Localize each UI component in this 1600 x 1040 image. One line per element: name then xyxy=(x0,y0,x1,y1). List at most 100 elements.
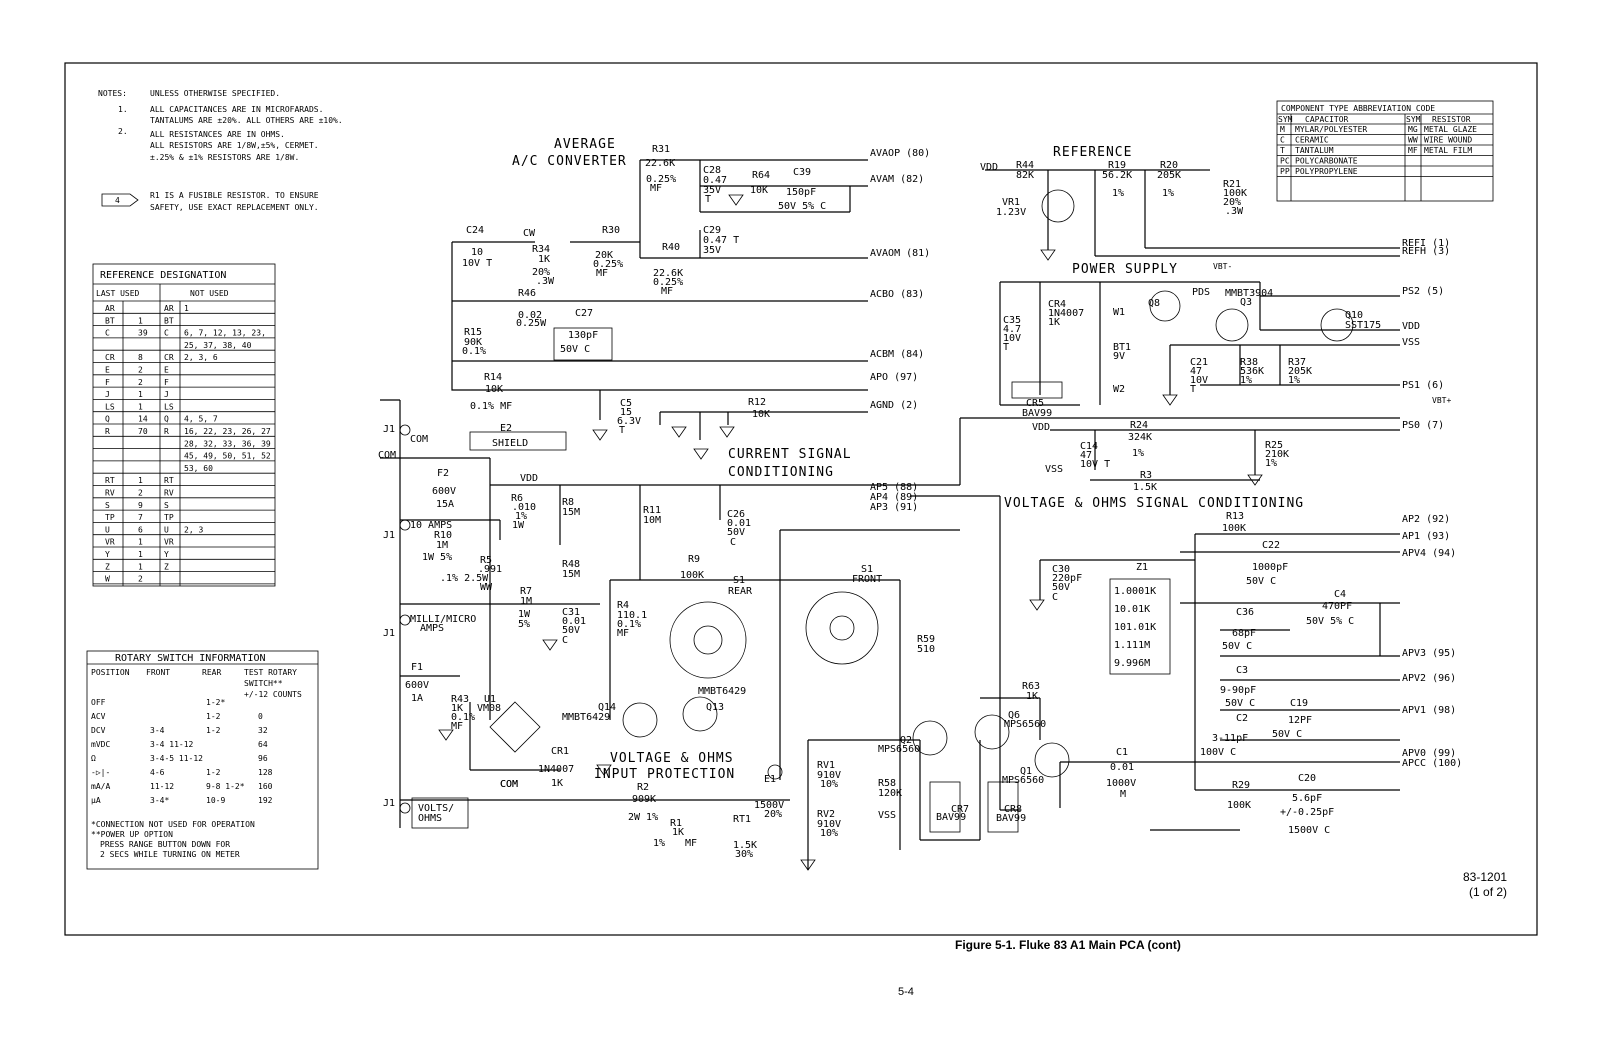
label-r37a: 1% xyxy=(1288,375,1300,386)
net-acbm: ACBM (84) xyxy=(870,349,924,360)
ref-row-last: 2 xyxy=(138,378,143,387)
j1-v-label-2: OHMS xyxy=(418,813,442,824)
abbr-row-sym2: WW xyxy=(1408,136,1418,145)
label-r30a: 0.25% xyxy=(593,259,623,270)
transistor-circles xyxy=(622,189,1354,780)
net-vbt-plus: VBT+ xyxy=(1432,396,1451,405)
label-c30v: 220pF xyxy=(1052,573,1082,584)
label-c20: C20 xyxy=(1298,773,1316,784)
fuse-note-flag xyxy=(101,193,139,207)
label-c4a: 50V 5% C xyxy=(1306,616,1354,627)
label-c24v: 10 xyxy=(471,247,483,258)
label-vss3: VSS xyxy=(1045,464,1063,475)
ref-row-last: 39 xyxy=(138,329,148,338)
label-c36v: 68pF xyxy=(1232,628,1256,639)
abbr-row-capacitor: POLYPROPYLENE xyxy=(1295,167,1358,176)
label-r34b: .3W xyxy=(536,276,555,287)
label-cr8: CR8 xyxy=(1004,804,1022,815)
net-apv2: APV2 (96) xyxy=(1402,673,1456,684)
ref-row-desig: S xyxy=(105,501,110,510)
label-c31v: 0.01 xyxy=(562,616,586,627)
label-r6v: .010 xyxy=(512,502,536,513)
label-c26: C26 xyxy=(727,509,745,520)
abbr-row-resistor: METAL GLAZE xyxy=(1424,125,1477,134)
label-c39a: 50V 5% C xyxy=(778,201,826,212)
net-ap3: AP3 (91) xyxy=(870,502,918,513)
abbr-row-sym: C xyxy=(1280,136,1285,145)
label-q10v: SST175 xyxy=(1345,320,1381,331)
label-r5a: .1% 2.5W xyxy=(440,573,489,584)
label-w1: W1 xyxy=(1113,307,1125,318)
label-c22: C22 xyxy=(1262,540,1280,551)
abbr-row-resistor: WIRE WOUND xyxy=(1424,136,1472,145)
label-r25a: 1% xyxy=(1265,458,1277,469)
rotary-foot-1: *CONNECTION NOT USED FOR OPERATION xyxy=(91,820,255,829)
label-r2v: 909K xyxy=(632,794,656,805)
ref-row-desig2: E xyxy=(164,366,169,375)
label-c2a: 100V C xyxy=(1200,747,1236,758)
label-r14a: 0.1% MF xyxy=(470,401,512,412)
label-c2: C2 xyxy=(1236,713,1248,724)
rotary-h-front: FRONT xyxy=(146,668,170,677)
label-rt1v: 1.5K xyxy=(733,840,757,851)
rotary-h-test2: SWITCH** xyxy=(244,679,283,688)
label-r63v: 1K xyxy=(1026,691,1038,702)
net-ps2: PS2 (5) xyxy=(1402,286,1444,297)
label-c21v: 47 xyxy=(1190,366,1202,377)
j1-com-label: COM xyxy=(410,434,428,445)
rotary-h-pos: POSITION xyxy=(91,668,130,677)
abbr-h-sym: SYM xyxy=(1278,115,1293,124)
net-agnd: AGND (2) xyxy=(870,400,918,411)
label-vdd3: VDD xyxy=(980,162,998,173)
ref-row-desig: RT xyxy=(105,476,115,485)
cr5-box xyxy=(1011,381,1063,399)
label-r43: R43 xyxy=(451,694,469,705)
label-r12v: 10K xyxy=(752,409,770,420)
label-vdd4: VDD xyxy=(1032,422,1050,433)
rotary-row-front: 3-4 11-12 xyxy=(150,740,194,749)
label-r48: R48 xyxy=(562,559,580,570)
rotary-row-front: 3-4-5 11-12 xyxy=(150,754,203,763)
com-rail-label: COM xyxy=(378,450,396,461)
label-r21b: .3W xyxy=(1225,206,1244,217)
section-current-1: CURRENT SIGNAL xyxy=(728,447,852,462)
note-1-a: ALL CAPACITANCES ARE IN MICROFARADS. xyxy=(150,105,323,114)
label-r38v: 536K xyxy=(1240,366,1264,377)
label-r29: R29 xyxy=(1232,780,1250,791)
label-c1v: 0.01 xyxy=(1110,762,1134,773)
label-r44: R44 xyxy=(1016,160,1034,171)
j1-10a-jack: J1 xyxy=(383,530,395,541)
net-apv0: APV0 (99) xyxy=(1402,748,1456,759)
label-cr7v: BAV99 xyxy=(936,812,966,823)
figure-caption: Figure 5-1. Fluke 83 A1 Main PCA (cont) xyxy=(955,938,1181,952)
label-r1v: 1K xyxy=(672,827,684,838)
ref-row-last: 2 xyxy=(138,575,143,584)
rotary-row-test: 96 xyxy=(258,754,268,763)
label-q6: Q6 xyxy=(1008,710,1020,721)
label-q10: Q10 xyxy=(1345,310,1363,321)
fuse-note-a: R1 IS A FUSIBLE RESISTOR. TO ENSURE xyxy=(150,191,319,200)
label-r3v: 1.5K xyxy=(1133,482,1157,493)
label-r7: R7 xyxy=(520,586,532,597)
ref-row-desig2: BT xyxy=(164,316,174,325)
section-average-1: AVERAGE xyxy=(554,137,616,152)
net-avaom: AVAOM (81) xyxy=(870,248,930,259)
label-r7a: 1W xyxy=(518,609,531,620)
ref-row-desig2: TP xyxy=(164,513,174,522)
ref-row-desig2: R xyxy=(164,427,169,436)
label-q1v: MPS6560 xyxy=(1002,775,1044,786)
net-ps0: PS0 (7) xyxy=(1402,420,1444,431)
rotary-switch-front xyxy=(805,591,879,665)
rotary-row-front: 11-12 xyxy=(150,782,174,791)
vohms-wiring xyxy=(1039,533,1400,831)
label-e1a: 20% xyxy=(764,809,782,820)
net-vss: VSS xyxy=(1402,337,1420,348)
label-r37: R37 xyxy=(1288,357,1306,368)
net-labels: AVAOP (80) AVAM (82) AVAOM (81) ACBO (83… xyxy=(500,148,1462,790)
rotary-row-front: 3-4 xyxy=(150,726,165,735)
rotary-h-test1: TEST ROTARY xyxy=(244,668,297,677)
label-r3: R3 xyxy=(1140,470,1152,481)
label-r5b: WW xyxy=(480,582,493,593)
rotary-switch-rear xyxy=(669,601,747,679)
